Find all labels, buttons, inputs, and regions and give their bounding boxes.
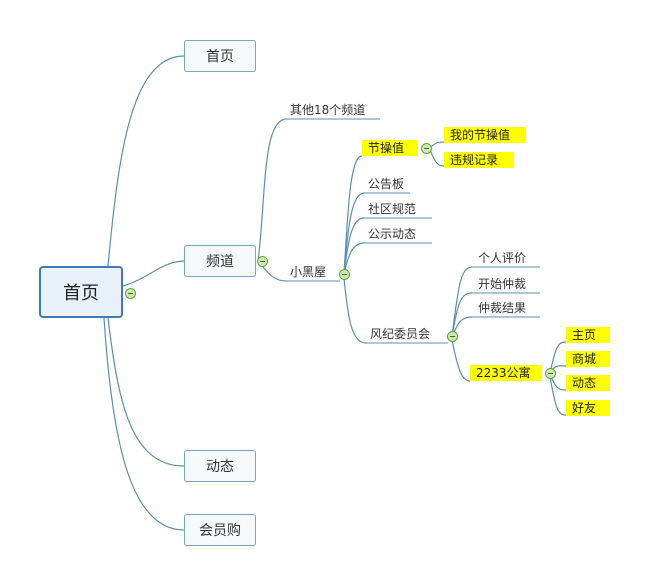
node-notices[interactable]: 公示动态	[368, 227, 417, 241]
edge-integrity-mine	[429, 141, 445, 149]
collapse-icon[interactable]	[447, 331, 458, 342]
node-vip[interactable]: 会员购	[184, 514, 256, 546]
collapse-icon[interactable]	[125, 288, 136, 299]
node-apartment-mall[interactable]: 商城	[566, 351, 610, 367]
edge-root-channel	[122, 260, 185, 287]
node-apartment-friends[interactable]: 好友	[566, 400, 610, 416]
node-committee[interactable]: 风纪委员会	[370, 327, 431, 341]
collapse-icon[interactable]	[545, 368, 556, 379]
edge-blackroom-rules	[343, 217, 365, 275]
collapse-icon[interactable]	[339, 269, 350, 280]
edge-committee-arbitrate	[451, 292, 473, 337]
node-apartment-dynamic[interactable]: 动态	[566, 375, 610, 391]
node-arbitration-results[interactable]: 仲裁结果	[478, 301, 527, 315]
edge-apartment-home	[549, 341, 567, 374]
node-apartment-home[interactable]: 主页	[566, 327, 610, 343]
node-start-arbitration[interactable]: 开始仲裁	[478, 277, 527, 291]
root-node[interactable]: 首页	[39, 266, 123, 318]
node-other-channels[interactable]: 其他18个频道	[290, 103, 366, 117]
edge-root-vip	[103, 317, 185, 531]
node-home[interactable]: 首页	[184, 40, 256, 72]
edge-apartment-friends	[549, 376, 567, 416]
edge-integrity-violations	[429, 149, 445, 167]
node-rules[interactable]: 社区规范	[368, 202, 417, 216]
edge-root-home	[107, 55, 185, 267]
node-personal-review[interactable]: 个人评价	[478, 251, 527, 265]
node-dynamic[interactable]: 动态	[184, 450, 256, 482]
node-channel[interactable]: 频道	[184, 245, 256, 277]
node-bulletin[interactable]: 公告板	[368, 177, 405, 191]
node-blackroom[interactable]: 小黑屋	[290, 265, 327, 279]
node-violation-records[interactable]: 违规记录	[444, 152, 514, 168]
edge-committee-apartment	[451, 339, 471, 382]
node-integrity[interactable]: 节操值	[362, 140, 418, 156]
node-my-integrity[interactable]: 我的节操值	[444, 127, 526, 143]
collapse-icon[interactable]	[257, 256, 268, 267]
edge-blackroom-bulletin	[343, 192, 365, 275]
edge-channel-other	[257, 118, 287, 262]
collapse-icon[interactable]	[421, 143, 432, 154]
node-2233-apartment[interactable]: 2233公寓	[470, 365, 542, 381]
edge-blackroom-committee	[343, 277, 367, 344]
edge-root-dynamic	[107, 317, 185, 467]
edge-committee-personal	[451, 266, 473, 337]
